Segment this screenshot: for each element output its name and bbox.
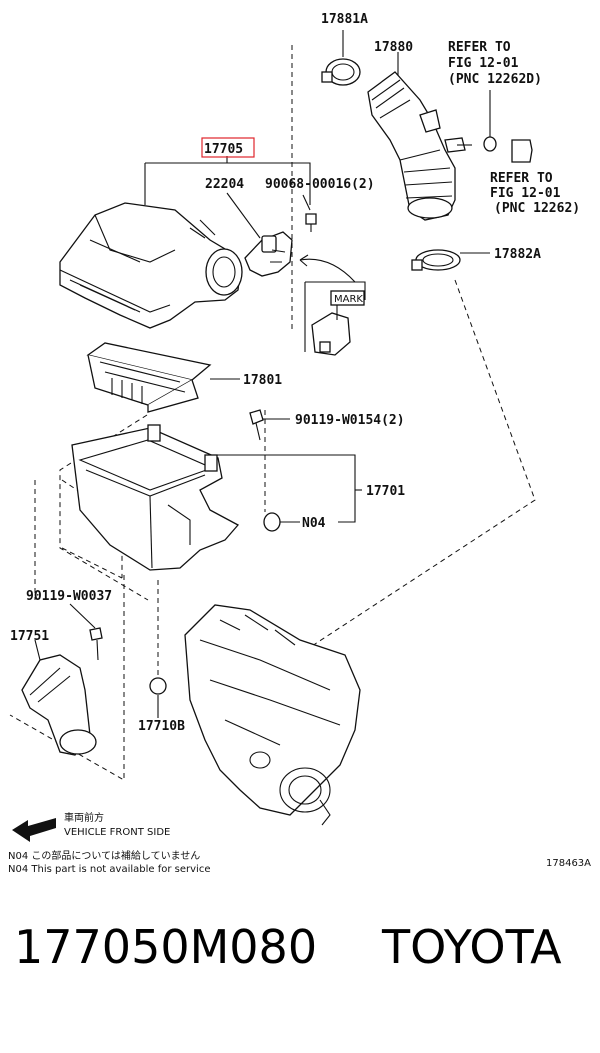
label-refer2-a: REFER TO: [490, 171, 553, 186]
air-cleaner-cap[interactable]: [59, 202, 243, 329]
label-refer1-a: REFER TO: [448, 40, 511, 55]
front-en: VEHICLE FRONT SIDE: [64, 827, 170, 838]
label-17710B[interactable]: 17710B: [138, 719, 185, 734]
label-17881A[interactable]: 17881A: [321, 12, 368, 27]
brand-name: TOYOTA: [382, 920, 562, 974]
intake-manifold: [184, 604, 361, 826]
clamp-17881A[interactable]: [321, 58, 361, 86]
air-cleaner-case[interactable]: [71, 424, 240, 571]
air-flow-meter[interactable]: [244, 231, 293, 277]
label-17801[interactable]: 17801: [243, 373, 282, 388]
label-refer2-b: FIG 12-01: [490, 186, 561, 201]
bolt-90119-W0037[interactable]: [89, 627, 103, 661]
label-17705[interactable]: 17705: [204, 142, 243, 157]
label-90068[interactable]: 90068-00016(2): [265, 177, 375, 192]
figure-number: 178463A: [546, 858, 591, 869]
label-refer2-c: (PNC 12262): [494, 201, 580, 216]
grommet-17710B[interactable]: [149, 677, 167, 695]
label-22204[interactable]: 22204: [205, 177, 244, 192]
label-mark: MARK: [334, 294, 363, 305]
label-90119-W0154[interactable]: 90119-W0154(2): [295, 413, 405, 428]
label-17751[interactable]: 17751: [10, 629, 49, 644]
highlight-box-17705: [201, 137, 255, 158]
front-jp: 車両前方: [64, 811, 104, 824]
ref-fittings: [457, 90, 533, 163]
label-n04[interactable]: N04: [302, 516, 326, 531]
leader-lines: [34, 30, 490, 718]
parts-diagram: 17881A 17880 REFER TO FIG 12-01 (PNC 122…: [8, 12, 591, 875]
part-number: 177050M080: [14, 920, 318, 974]
label-17882A[interactable]: 17882A: [494, 247, 541, 262]
label-refer1-c: (PNC 12262D): [448, 72, 542, 87]
label-90119-W0037[interactable]: 90119-W0037: [26, 589, 112, 604]
vehicle-front-arrow-icon: [12, 818, 56, 842]
label-17880[interactable]: 17880: [374, 40, 413, 55]
bolt-90119-W0154[interactable]: [249, 409, 264, 441]
n04-note-jp: N04 この部品については補給していません: [8, 849, 200, 862]
clamp-17882A[interactable]: [411, 249, 461, 271]
label-17701[interactable]: 17701: [366, 484, 405, 499]
n04-note-en: N04 This part is not available for servi…: [8, 864, 210, 875]
screw-90068[interactable]: [305, 213, 317, 232]
footer: 177050M080 TOYOTA: [0, 920, 600, 1020]
mark-arrow-head: [299, 254, 309, 267]
mark-detail: [304, 281, 366, 356]
label-refer1-b: FIG 12-01: [448, 56, 519, 71]
intake-duct[interactable]: [21, 654, 97, 756]
mark-arrow: [299, 258, 356, 283]
air-filter-element[interactable]: [86, 342, 212, 413]
intake-hose[interactable]: [367, 71, 466, 221]
grommet-N04[interactable]: [263, 512, 281, 532]
